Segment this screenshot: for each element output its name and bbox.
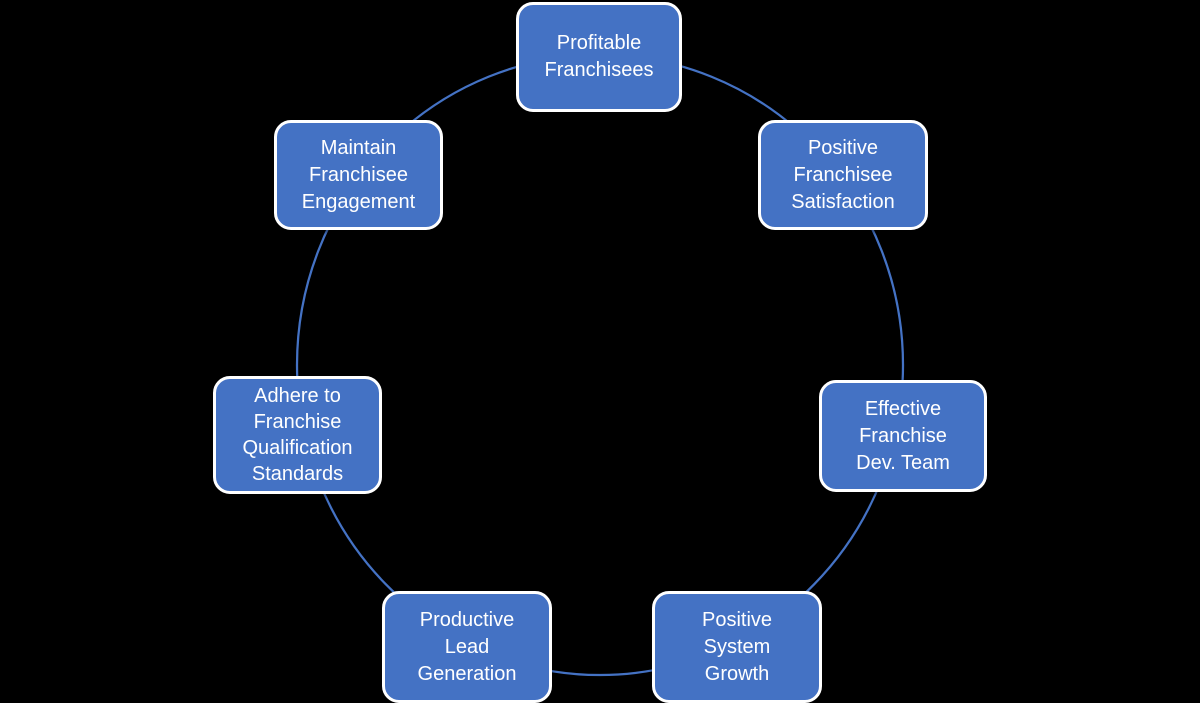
node-effective-franchise-dev-team: Effective Franchise Dev. Team — [819, 380, 987, 492]
node-adhere-to-franchise-qualification-standards: Adhere to Franchise Qualification Standa… — [213, 376, 382, 494]
node-productive-lead-generation: Productive Lead Generation — [382, 591, 552, 703]
node-profitable-franchisees: Profitable Franchisees — [516, 2, 682, 112]
node-maintain-franchisee-engagement: Maintain Franchisee Engagement — [274, 120, 443, 230]
node-positive-system-growth: Positive System Growth — [652, 591, 822, 703]
node-positive-franchisee-satisfaction: Positive Franchisee Satisfaction — [758, 120, 928, 230]
